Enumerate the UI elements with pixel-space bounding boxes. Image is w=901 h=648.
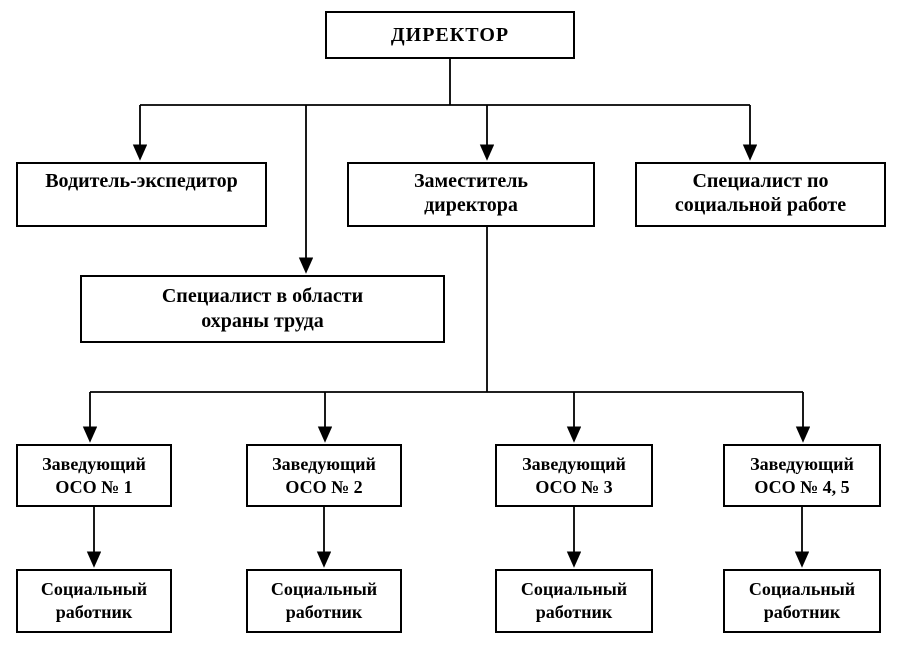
node-head-oso-3-label: Заведующий ОСО № 3 (522, 453, 626, 497)
node-social-worker-2: Социальный работник (246, 569, 402, 633)
node-social-work-specialist-label: Специалист по социальной работе (674, 170, 847, 216)
node-head-oso-2-label: Заведующий ОСО № 2 (272, 453, 376, 497)
node-head-oso-1: Заведующий ОСО № 1 (16, 444, 172, 507)
node-social-worker-1-label: Социальный работник (40, 579, 148, 622)
node-director: ДИРЕКТОР (325, 11, 575, 59)
node-head-oso-4-5-label: Заведующий ОСО № 4, 5 (750, 453, 854, 497)
node-labor-safety-specialist: Специалист в области охраны труда (80, 275, 445, 343)
node-deputy-director-label: Заместитель директора (413, 170, 529, 216)
node-head-oso-3: Заведующий ОСО № 3 (495, 444, 653, 507)
node-driver-forwarder: Водитель-экспедитор (16, 162, 267, 227)
node-social-worker-1: Социальный работник (16, 569, 172, 633)
node-head-oso-1-label: Заведующий ОСО № 1 (42, 453, 146, 497)
node-social-work-specialist: Специалист по социальной работе (635, 162, 886, 227)
node-driver-forwarder-label: Водитель-экспедитор (45, 170, 238, 192)
node-social-worker-3: Социальный работник (495, 569, 653, 633)
node-social-worker-2-label: Социальный работник (270, 579, 378, 622)
node-social-worker-4-label: Социальный работник (748, 579, 856, 622)
node-head-oso-4-5: Заведующий ОСО № 4, 5 (723, 444, 881, 507)
node-social-worker-3-label: Социальный работник (520, 579, 628, 622)
node-social-worker-4: Социальный работник (723, 569, 881, 633)
node-director-label: ДИРЕКТОР (390, 23, 510, 46)
node-head-oso-2: Заведующий ОСО № 2 (246, 444, 402, 507)
node-labor-safety-specialist-label: Специалист в области охраны труда (161, 285, 364, 332)
node-deputy-director: Заместитель директора (347, 162, 595, 227)
